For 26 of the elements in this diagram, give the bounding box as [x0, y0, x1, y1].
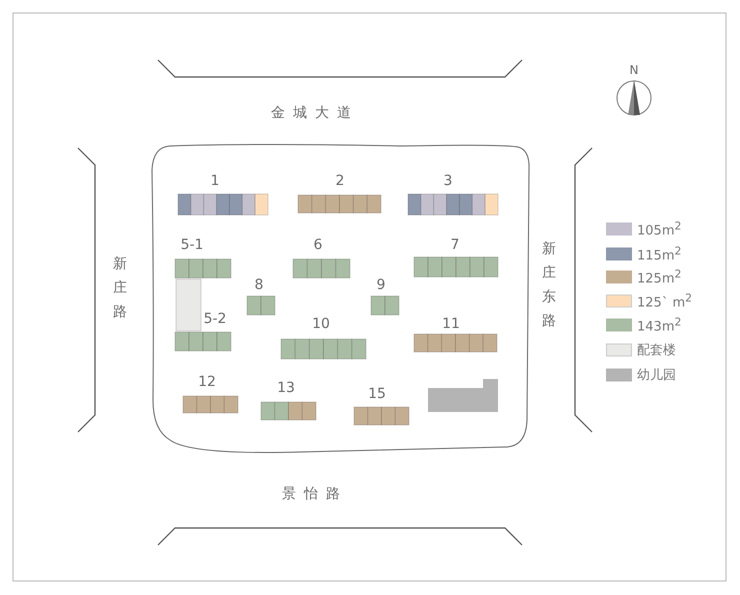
legend-label: 143m$^{2}$ — [637, 315, 682, 335]
building-number: 2 — [336, 173, 344, 189]
building-number: 10 — [312, 316, 330, 332]
north-label: N — [630, 63, 638, 77]
building-number: 15 — [368, 386, 386, 402]
building-number: 8 — [254, 277, 264, 293]
legend-label: 125` m$^{2}$ — [637, 291, 692, 311]
building-number: 5-2 — [204, 311, 226, 327]
legend-label: 幼儿园 — [637, 367, 676, 384]
building-number: 1 — [210, 173, 220, 189]
building-number: 3 — [444, 173, 452, 189]
building-number: 13 — [277, 380, 295, 396]
building-number: 11 — [442, 316, 460, 332]
legend-label: 105m$^{2}$ — [637, 219, 682, 239]
road-name: 新庄路 — [112, 255, 128, 322]
building-number: 5-1 — [180, 237, 204, 253]
building-number: 6 — [314, 237, 322, 253]
building-number: 9 — [376, 277, 386, 293]
road-name: 新庄东路 — [542, 240, 556, 331]
building-number: 12 — [198, 374, 216, 390]
legend-label: 配套楼 — [637, 342, 676, 359]
road-name: 景怡路 — [282, 485, 348, 503]
road-name: 金城大道 — [271, 104, 359, 122]
legend-label: 125m$^{2}$ — [637, 267, 682, 287]
building-number: 7 — [450, 237, 460, 253]
legend-label: 115m$^{2}$ — [637, 244, 682, 264]
